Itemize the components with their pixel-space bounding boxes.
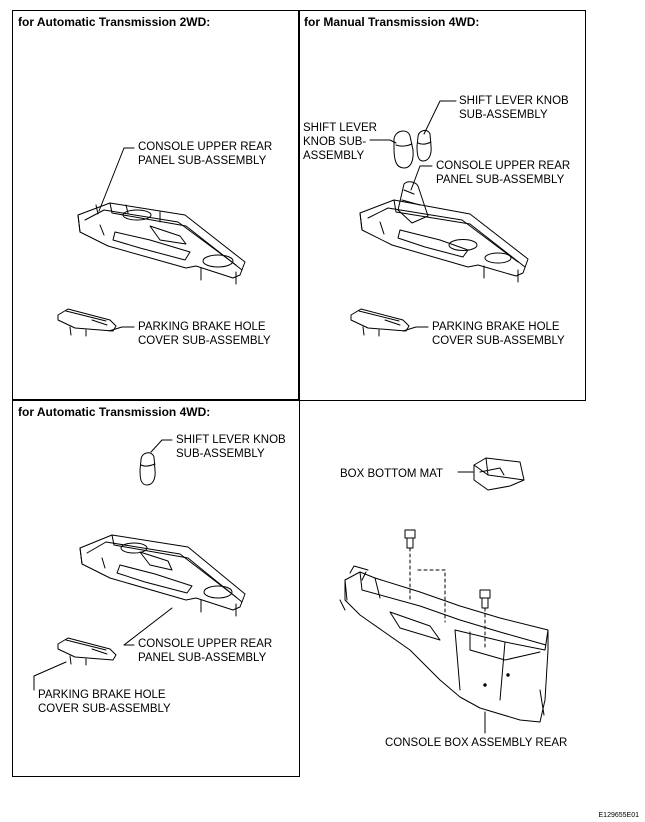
console-box-assembly-rear [339,565,549,723]
parking-brake-hole-cover-2 [350,308,410,337]
console-upper-rear-panel-2 [359,181,529,283]
parking-brake-hole-cover-1 [57,308,117,337]
panel-at-4wd [12,399,300,777]
console-upper-rear-panel-1 [77,202,246,285]
figure-code: E129655E01 [598,812,639,819]
label-box-bottom-mat: BOX BOTTOM MAT [340,468,444,480]
leaders-panel-1 [98,147,135,332]
panel-title-at-2wd: for Automatic Transmission 2WD: [18,15,211,29]
panel-at-2wd [12,10,300,401]
panel-mt-4wd [298,10,586,401]
alignment-dashes [417,569,446,623]
shift-lever-knob-b [416,129,432,162]
label-console-box-assembly-rear: CONSOLE BOX ASSEMBLY REAR [385,737,568,749]
shift-lever-knob-3 [139,452,156,486]
shift-lever-knob-a [393,130,414,169]
console-upper-rear-panel-3 [79,534,246,617]
leaders-panel-2 [369,100,457,332]
screw-bolt-a [404,529,416,601]
panel-title-mt-4wd: for Manual Transmission 4WD: [304,15,480,29]
parking-brake-hole-cover-3 [57,637,117,666]
box-bottom-mat [473,457,525,491]
screw-bolt-b [479,589,491,651]
leaders-panel-3 [33,439,173,691]
panel-title-at-4wd: for Automatic Transmission 4WD: [18,405,211,419]
